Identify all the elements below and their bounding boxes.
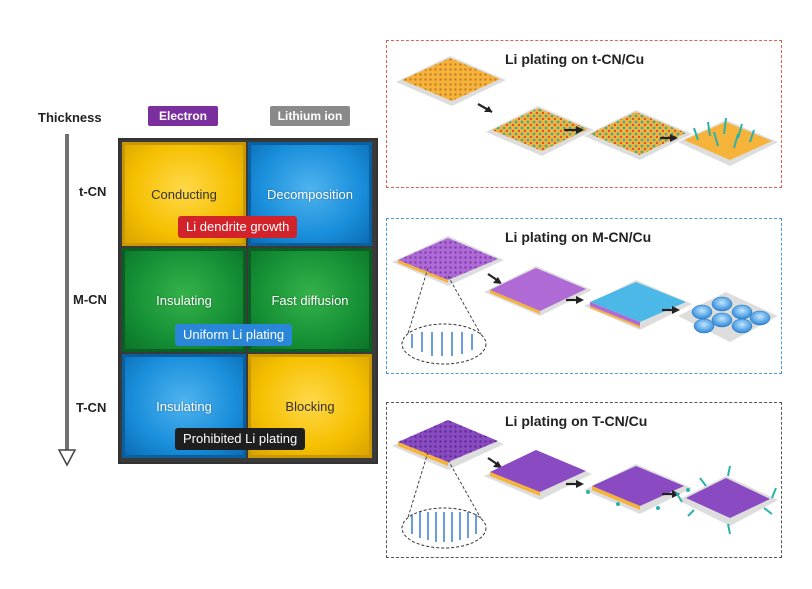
row-label-T-cn: T-CN [76, 400, 107, 415]
panel-title-t-cn: Li plating on t-CN/Cu [505, 51, 645, 67]
badge-li-dendrite-growth: Li dendrite growth [178, 216, 298, 238]
column-header-electron: Electron [148, 106, 218, 126]
property-grid: Conducting Decomposition Insulating Fast… [118, 138, 378, 464]
row-label-m-cn: M-CN [73, 292, 107, 307]
panel-t-cn: Li plating on t-CN/Cu [386, 40, 782, 188]
column-header-lithium-ion: Lithium ion [270, 106, 350, 126]
badge-uniform-li-plating: Uniform Li plating [175, 324, 293, 346]
panel-title-m-cn: Li plating on M-CN/Cu [505, 229, 652, 245]
panel-T-cn: Li plating on T-CN/Cu [386, 402, 782, 558]
cell-t-cn-lithium: Decomposition [248, 142, 372, 246]
panel-m-cn: Li plating on M-CN/Cu [386, 218, 782, 374]
thickness-arrow [57, 134, 76, 467]
panel-title-T-cn: Li plating on T-CN/Cu [505, 413, 648, 429]
badge-prohibited-li-plating: Prohibited Li plating [175, 428, 306, 450]
illustration-T-cn [392, 420, 778, 549]
illustration-t-cn [396, 56, 778, 166]
row-label-t-cn: t-CN [79, 184, 107, 199]
illustration-m-cn [392, 236, 778, 365]
thickness-label: Thickness [38, 110, 102, 125]
